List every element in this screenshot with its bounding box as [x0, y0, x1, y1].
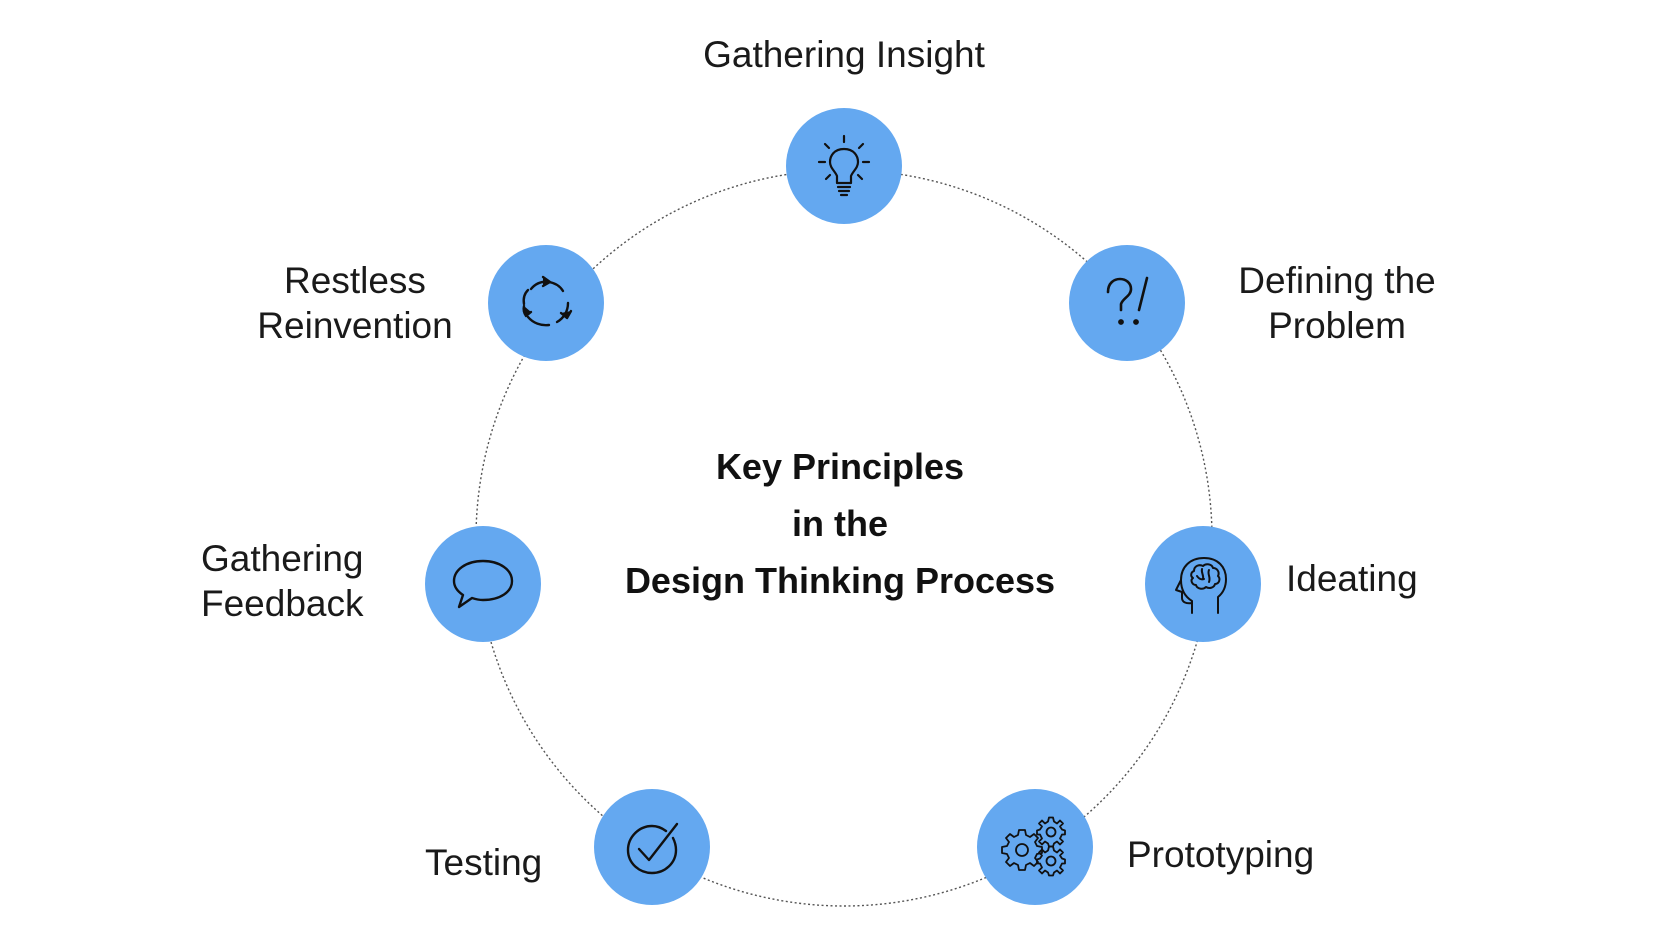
step-prototyping-text: Prototyping: [1127, 834, 1315, 875]
step-ideating-node: [1145, 526, 1261, 642]
step-restless-reinvention-label: Restless Reinvention: [230, 258, 480, 348]
speech-bubble-icon: [452, 559, 514, 609]
step-testing-node: [594, 789, 710, 905]
step-defining-problem-node: [1069, 245, 1185, 361]
step-gathering-feedback-label: Gathering Feedback: [201, 536, 364, 626]
center-title: Key Principles in the Design Thinking Pr…: [560, 438, 1120, 609]
step-testing-text: Testing: [425, 842, 543, 883]
brain-head-icon: [1175, 557, 1227, 614]
question-exclamation-icon: [1106, 276, 1149, 325]
gears-icon: [1001, 816, 1066, 877]
step-gathering-feedback-node: [425, 526, 541, 642]
checkmark-circle-icon: [626, 822, 679, 875]
step-restless-reinvention-node: [488, 245, 604, 361]
step-ideating-text: Ideating: [1286, 558, 1418, 599]
step-defining-problem-label: Defining the Problem: [1212, 258, 1462, 348]
step-ideating-label: Ideating: [1286, 556, 1418, 601]
cycle-arrows-icon: [522, 275, 573, 327]
step-testing-label: Testing: [425, 840, 542, 885]
center-title-line-2: in the: [792, 503, 888, 544]
step-gathering-insight-text: Gathering Insight: [703, 34, 985, 75]
step-gathering-insight-node: [786, 108, 902, 224]
lightbulb-icon: [817, 134, 871, 197]
step-defining-problem-text-2: Problem: [1268, 305, 1406, 346]
step-restless-reinvention-text-2: Reinvention: [257, 305, 453, 346]
center-title-line-1: Key Principles: [715, 446, 965, 487]
step-prototyping-label: Prototyping: [1127, 832, 1314, 877]
center-title-line-3: Design Thinking Process: [624, 560, 1056, 601]
step-defining-problem-text-1: Defining the: [1238, 260, 1436, 301]
step-gathering-feedback-text-1: Gathering: [201, 538, 364, 579]
step-gathering-feedback-text-2: Feedback: [201, 583, 364, 624]
step-restless-reinvention-text-1: Restless: [284, 260, 426, 301]
step-prototyping-node: [977, 789, 1093, 905]
step-gathering-insight-label: Gathering Insight: [694, 32, 994, 77]
